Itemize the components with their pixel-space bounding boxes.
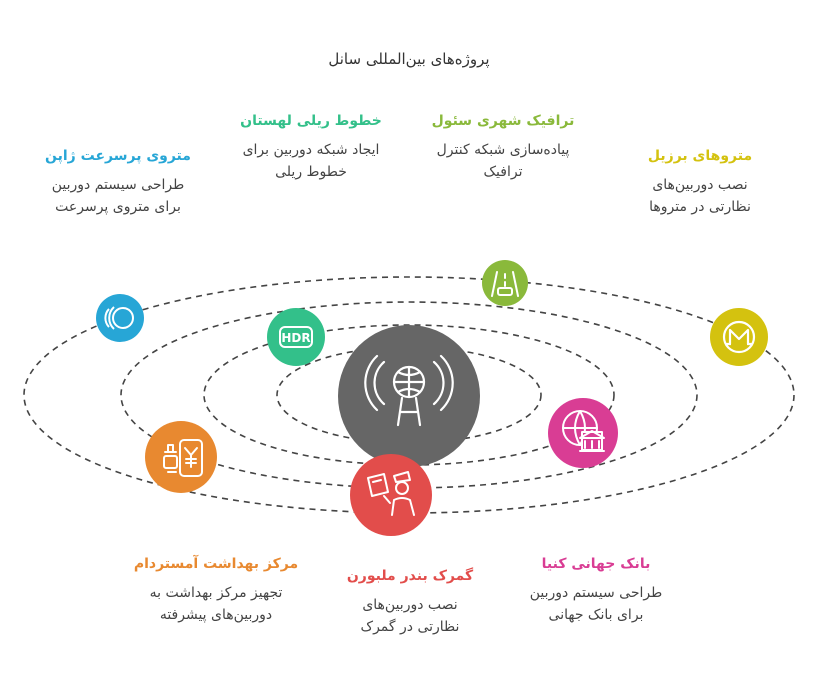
desc-line: تجهیز مرکز بهداشت به <box>149 585 283 601</box>
desc-amsterdam: تجهیز مرکز بهداشت به دوربین‌های پیشرفته <box>118 582 314 626</box>
label-brazil: متروهای برزیل نصب دوربین‌های نظارتی در م… <box>610 148 790 218</box>
node-japan[interactable] <box>96 294 144 342</box>
desc-line: نظارتی در متروها <box>649 199 751 215</box>
orbit-inner <box>276 346 542 444</box>
desc-line: ایجاد شبکه دوربین برای <box>242 142 380 158</box>
customs-officer-icon <box>367 471 415 516</box>
desc-line: برای متروی پرسرعت <box>55 199 181 215</box>
node-kenya[interactable] <box>548 398 618 468</box>
desc-melbourne: نصب دوربین‌های نظارتی در گمرک <box>322 594 498 638</box>
title-seoul: ترافیک شهری سئول <box>431 113 575 129</box>
desc-line: نصب دوربین‌های <box>362 597 458 613</box>
desc-line: پیاده‌سازی شبکه کنترل <box>436 142 570 158</box>
title-poland: خطوط ریلی لهستان <box>240 113 382 129</box>
label-kenya: بانک جهانی کنیا طراحی سیستم دوربین برای … <box>508 556 684 626</box>
title-amsterdam: مرکز بهداشت آمستردام <box>133 556 299 572</box>
desc-line: دوربین‌های پیشرفته <box>159 607 273 623</box>
page-title: پروژه‌های بین‌المللی سانل <box>328 50 490 68</box>
desc-seoul: پیاده‌سازی شبکه کنترل ترافیک <box>414 139 592 183</box>
node-poland[interactable]: HDR <box>267 308 325 366</box>
record-icon <box>104 306 134 330</box>
node-seoul[interactable] <box>482 260 528 306</box>
node-melbourne[interactable] <box>350 454 432 536</box>
label-amsterdam: مرکز بهداشت آمستردام تجهیز مرکز بهداشت ب… <box>118 556 314 626</box>
title-brazil: متروهای برزیل <box>647 148 753 164</box>
desc-brazil: نصب دوربین‌های نظارتی در متروها <box>610 174 790 218</box>
hdr-icon: HDR <box>279 326 313 348</box>
desc-poland: ایجاد شبکه دوربین برای خطوط ریلی <box>222 139 400 183</box>
title-japan: متروی پرسرعت ژاپن <box>45 148 191 164</box>
label-poland: خطوط ریلی لهستان ایجاد شبکه دوربین برای … <box>222 113 400 183</box>
monero-icon <box>722 320 756 354</box>
world-bank-icon <box>562 410 605 452</box>
desc-japan: طراحی سیستم دوربین برای متروی پرسرعت <box>22 174 214 218</box>
node-amsterdam[interactable] <box>145 421 217 493</box>
desc-line: برای بانک جهانی <box>548 607 644 623</box>
desc-kenya: طراحی سیستم دوربین برای بانک جهانی <box>508 582 684 626</box>
desc-line: ترافیک <box>483 164 523 180</box>
desc-line: طراحی سیستم دوربین <box>529 585 663 601</box>
center-node[interactable] <box>338 325 480 467</box>
title-melbourne: گمرک بندر ملبورن <box>346 568 474 584</box>
title-kenya: بانک جهانی کنیا <box>541 556 651 572</box>
network-antenna-icon <box>364 354 454 427</box>
desc-line: نصب دوربین‌های <box>652 177 748 193</box>
desc-line: طراحی سیستم دوربین <box>51 177 185 193</box>
label-seoul: ترافیک شهری سئول پیاده‌سازی شبکه کنترل ت… <box>414 113 592 183</box>
svg-text:HDR: HDR <box>281 331 310 345</box>
desc-line: خطوط ریلی <box>275 164 347 180</box>
label-melbourne: گمرک بندر ملبورن نصب دوربین‌های نظارتی د… <box>322 568 498 638</box>
node-brazil[interactable] <box>710 308 768 366</box>
label-japan: متروی پرسرعت ژاپن طراحی سیستم دوربین برا… <box>22 148 214 218</box>
desc-line: نظارتی در گمرک <box>360 619 460 635</box>
mobile-payment-icon <box>163 439 203 477</box>
road-icon <box>491 271 519 297</box>
